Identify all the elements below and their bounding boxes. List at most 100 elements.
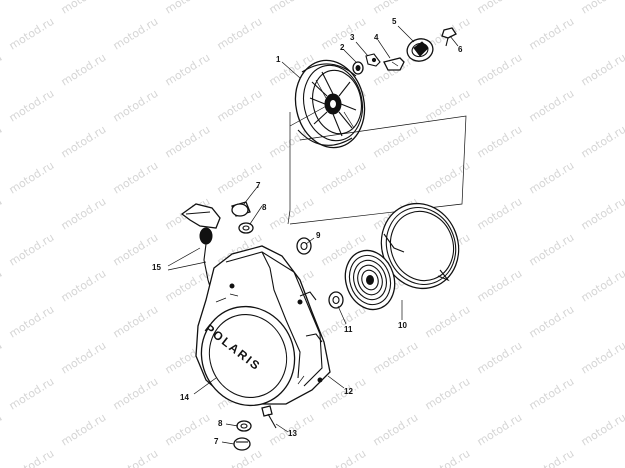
pawl-part-4 xyxy=(383,57,405,71)
callout-8-bottom: 8 xyxy=(218,419,223,428)
callout-8-top: 8 xyxy=(262,203,267,212)
watermark-text: motod.ru xyxy=(423,303,473,341)
watermark-text: motod.ru xyxy=(59,51,109,89)
callout-5: 5 xyxy=(392,17,397,26)
watermark-text: motod.ru xyxy=(475,339,525,377)
watermark-text: motod.ru xyxy=(111,447,161,468)
watermark-text: motod.ru xyxy=(111,87,161,125)
watermark-text: motod.ru xyxy=(475,195,525,233)
watermark-text: motod.ru xyxy=(0,51,4,89)
friction-plate-part-5 xyxy=(406,38,434,62)
bushing-part-9 xyxy=(296,237,312,255)
spring-coil-assembly xyxy=(344,249,396,311)
watermark-text: motod.ru xyxy=(475,411,525,449)
callout-10: 10 xyxy=(398,321,407,330)
watermark-text: motod.ru xyxy=(111,159,161,197)
callout-11: 11 xyxy=(344,325,353,334)
callout-1: 1 xyxy=(276,55,281,64)
watermark-text: motod.ru xyxy=(59,195,109,233)
watermark-text: motod.ru xyxy=(371,339,421,377)
watermark-text: motod.ru xyxy=(7,15,57,53)
watermark-text: motod.ru xyxy=(163,267,213,305)
callout-labels: 1 2 3 4 5 6 7 8 9 10 11 12 13 14 15 8 7 xyxy=(152,17,463,446)
watermark-text: motod.ru xyxy=(579,51,625,89)
watermark-text: motod.ru xyxy=(475,51,525,89)
watermark-text: motod.ru xyxy=(0,339,4,377)
watermark-text: motod.ru xyxy=(0,0,4,17)
watermark-text: motod.ru xyxy=(319,447,369,468)
watermark-text: motod.ru xyxy=(111,303,161,341)
callout-4: 4 xyxy=(374,33,379,42)
watermark-text: motod.ru xyxy=(215,15,265,53)
watermark-text: motod.ru xyxy=(7,231,57,269)
watermark-text: motod.ru xyxy=(527,159,577,197)
callout-7-top: 7 xyxy=(256,181,261,190)
watermark-text: motod.ru xyxy=(475,0,525,17)
bolt-part-6 xyxy=(441,27,457,47)
recoil-spring xyxy=(380,202,460,290)
watermark-text: motod.ru xyxy=(579,339,625,377)
callout-13: 13 xyxy=(288,429,297,438)
watermark-text: motod.ru xyxy=(111,375,161,413)
watermark-text: motod.ru xyxy=(527,447,577,468)
watermark-text: motod.ru xyxy=(475,123,525,161)
bushing-part-2 xyxy=(352,61,364,75)
watermark-text: motod.ru xyxy=(0,123,4,161)
watermark-text: motod.ru xyxy=(527,303,577,341)
callout-15: 15 xyxy=(152,263,161,272)
callout-14: 14 xyxy=(180,393,189,402)
watermark-text: motod.ru xyxy=(527,87,577,125)
watermark-text: motod.ru xyxy=(0,267,4,305)
callout-9: 9 xyxy=(316,231,321,240)
watermark-text: motod.ru xyxy=(0,195,4,233)
watermark-text: motod.ru xyxy=(267,0,317,17)
spring-clip-part-3 xyxy=(365,53,381,67)
watermark-text: motod.ru xyxy=(59,339,109,377)
washer-part-8-top xyxy=(238,222,254,234)
watermark-text: motod.ru xyxy=(7,87,57,125)
watermark-text: motod.ru xyxy=(423,375,473,413)
watermark-text: motod.ru xyxy=(579,411,625,449)
washer-part-8-bottom xyxy=(236,420,252,432)
watermark-text: motod.ru xyxy=(319,303,369,341)
callout-12: 12 xyxy=(344,387,353,396)
bushing-part-11 xyxy=(328,291,344,309)
watermark-text: motod.ru xyxy=(7,375,57,413)
watermark-text: motod.ru xyxy=(59,123,109,161)
watermark-text: motod.ru xyxy=(371,0,421,17)
leader-lines xyxy=(167,25,459,445)
watermark-text: motod.ru xyxy=(527,375,577,413)
watermark-text: motod.ru xyxy=(163,0,213,17)
watermark-text: motod.ru xyxy=(163,411,213,449)
callout-2: 2 xyxy=(340,43,345,52)
watermark-text: motod.ru xyxy=(59,267,109,305)
watermark-text: motod.ru xyxy=(215,159,265,197)
watermark-text: motod.ru xyxy=(59,0,109,17)
watermark-text: motod.ru xyxy=(527,15,577,53)
callout-3: 3 xyxy=(350,33,355,42)
watermark-text: motod.ru xyxy=(527,231,577,269)
watermark-text: motod.ru xyxy=(215,87,265,125)
plug-part-7-top xyxy=(231,201,251,217)
watermark-text: motod.ru xyxy=(423,447,473,468)
watermark-text: motod.ru xyxy=(579,267,625,305)
watermark-text: motod.ru xyxy=(163,123,213,161)
watermark-text: motod.ru xyxy=(475,267,525,305)
watermark-text: motod.ru xyxy=(371,411,421,449)
watermark-text: motod.ru xyxy=(59,411,109,449)
assembly-guide-lines xyxy=(287,103,467,225)
watermark-text: motod.ru xyxy=(579,123,625,161)
watermark-text: motod.ru xyxy=(111,15,161,53)
watermark-text: motod.ru xyxy=(0,411,4,449)
watermark-text: motod.ru xyxy=(7,303,57,341)
starter-housing: POLARIS xyxy=(195,245,331,407)
watermark-text: motod.ru xyxy=(163,51,213,89)
watermark-text: motod.ru xyxy=(7,159,57,197)
watermark-text: motod.ru xyxy=(579,195,625,233)
watermark-text: motod.ru xyxy=(423,159,473,197)
callout-7-bottom: 7 xyxy=(214,437,219,446)
watermark-text: motod.ru xyxy=(319,159,369,197)
watermark-text: motod.ru xyxy=(267,195,317,233)
